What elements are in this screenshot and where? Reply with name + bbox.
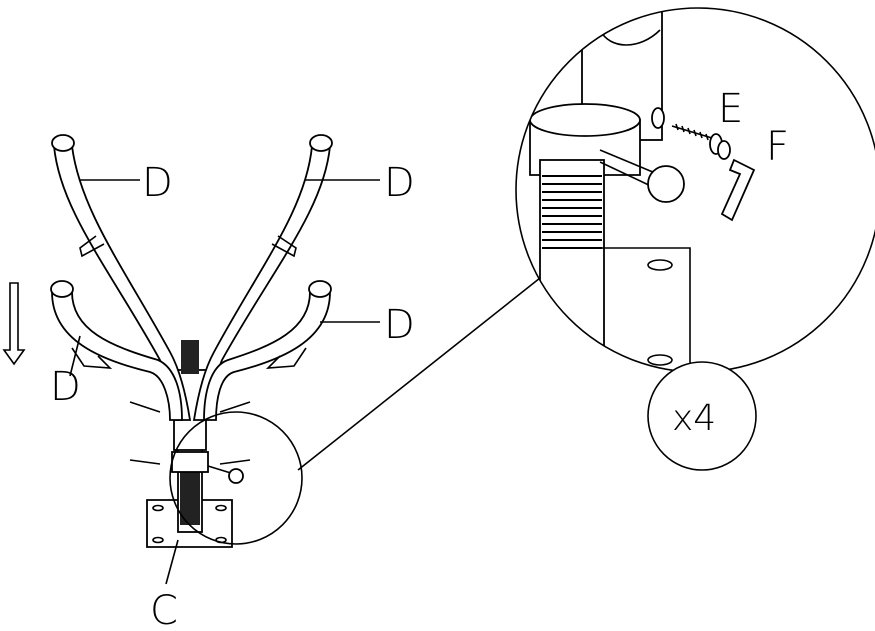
- screw-label: E: [718, 86, 743, 132]
- quantity-label: x4: [672, 398, 716, 439]
- down-arrow-icon: [2, 282, 26, 366]
- arm-label-upper-left: D: [142, 160, 173, 206]
- base-label: C: [150, 588, 178, 631]
- arm-upper-right: [192, 134, 333, 421]
- hex-key-label: F: [766, 124, 789, 170]
- detail-leader-line: [297, 277, 541, 471]
- detail-view: [515, 7, 875, 373]
- hex-key-icon: [720, 158, 756, 222]
- arm-upper-left: [51, 134, 192, 421]
- hub-screws: [129, 401, 251, 465]
- arm-lower-right: [203, 280, 332, 421]
- leader-lines: [69, 179, 380, 585]
- arm-lower-left: [50, 280, 183, 421]
- arm-label-lower-right: D: [384, 302, 415, 348]
- quantity-circle: [647, 361, 757, 471]
- screw-icon: [671, 123, 731, 160]
- arm-label-upper-right: D: [384, 160, 415, 206]
- detail-callout-circle: [169, 411, 303, 545]
- arm-label-lower-left: D: [50, 364, 81, 410]
